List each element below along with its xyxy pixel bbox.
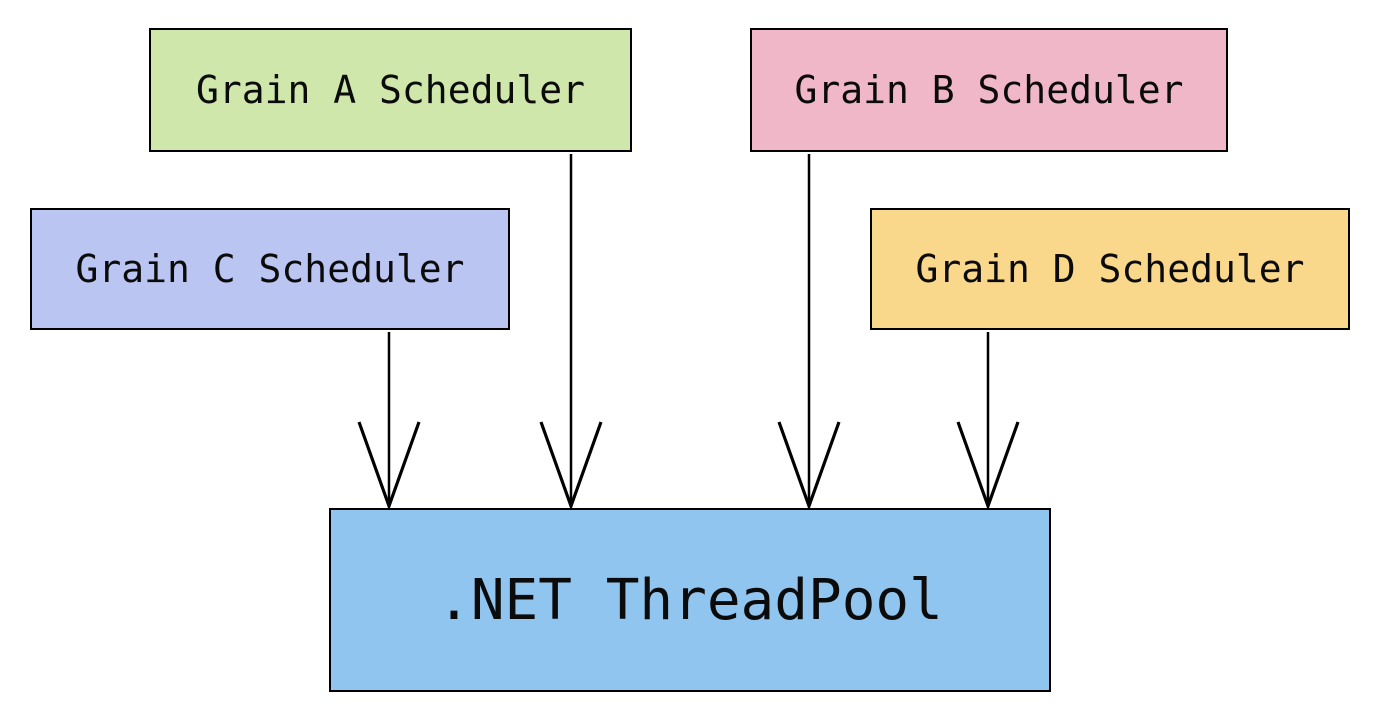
arrow-grain-a-to-threadpool (539, 154, 603, 511)
arrow-grain-d-to-threadpool (956, 332, 1020, 511)
node-grain-d-scheduler: Grain D Scheduler (870, 208, 1350, 330)
node-grain-d-label: Grain D Scheduler (915, 247, 1305, 291)
node-grain-c-label: Grain C Scheduler (75, 247, 465, 291)
node-grain-b-scheduler: Grain B Scheduler (750, 28, 1228, 152)
arrow-grain-c-to-threadpool (357, 332, 421, 511)
arrow-grain-b-to-threadpool (777, 154, 841, 511)
node-dotnet-threadpool-label: .NET ThreadPool (437, 567, 943, 633)
node-dotnet-threadpool: .NET ThreadPool (329, 508, 1051, 692)
node-grain-c-scheduler: Grain C Scheduler (30, 208, 510, 330)
node-grain-b-label: Grain B Scheduler (794, 68, 1184, 112)
node-grain-a-scheduler: Grain A Scheduler (149, 28, 632, 152)
node-grain-a-label: Grain A Scheduler (196, 68, 585, 112)
